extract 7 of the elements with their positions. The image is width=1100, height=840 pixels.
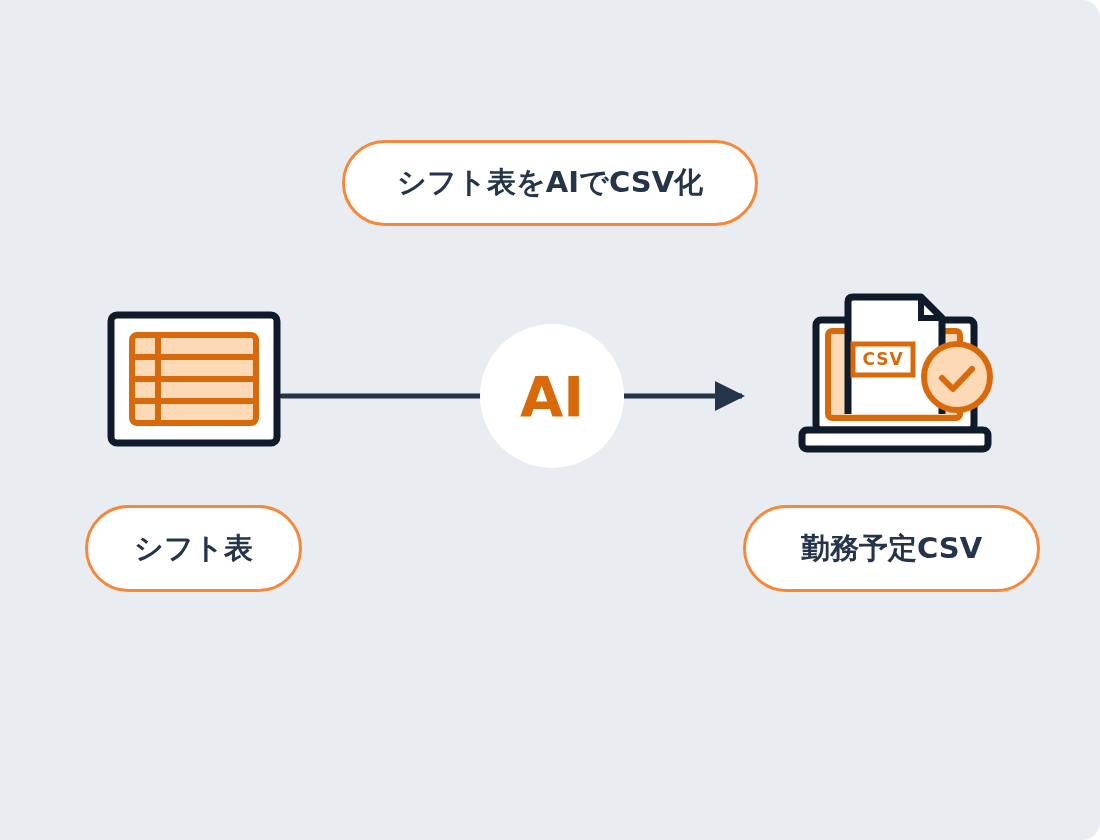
label-pill: シフト表	[85, 505, 302, 592]
label-pill: 勤務予定CSV	[743, 505, 1040, 592]
arrow	[624, 381, 745, 411]
spreadsheet-icon	[106, 309, 282, 449]
title-pill: シフト表をAIでCSV化	[342, 140, 758, 226]
file-label: CSV	[861, 348, 905, 371]
laptop-drawing	[796, 292, 994, 454]
